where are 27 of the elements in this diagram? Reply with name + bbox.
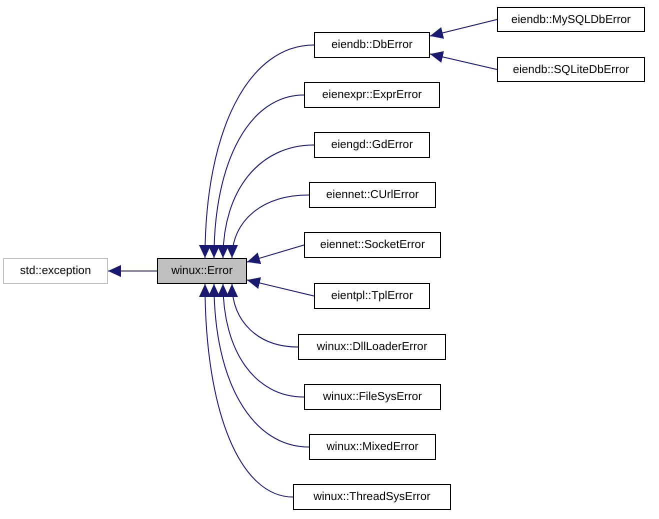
class-box: winux::Error bbox=[157, 258, 247, 284]
class-box: eiendb::SQLiteDbError bbox=[497, 57, 645, 82]
inheritance-arrow bbox=[246, 277, 314, 296]
class-box: eiengd::GdError bbox=[314, 132, 430, 158]
class-box: winux::DllLoaderError bbox=[298, 334, 446, 360]
class-box: eiennet::CUrlError bbox=[309, 182, 436, 208]
inheritance-arrow bbox=[199, 44, 314, 258]
inheritance-arrow bbox=[218, 144, 314, 258]
inheritance-arrow bbox=[246, 244, 304, 264]
inheritance-arrow bbox=[108, 265, 158, 277]
inheritance-arrow bbox=[218, 284, 304, 398]
class-box: winux::FileSysError bbox=[304, 384, 441, 410]
class-box: eientpl::TplError bbox=[314, 283, 430, 309]
inheritance-arrow bbox=[208, 284, 310, 448]
inheritance-arrow bbox=[226, 194, 310, 258]
inheritance-arrow bbox=[226, 284, 298, 348]
inheritance-arrow bbox=[199, 284, 294, 498]
class-box: winux::ThreadSysError bbox=[293, 484, 451, 510]
inheritance-arrow bbox=[430, 51, 498, 70]
inheritance-arrow bbox=[430, 19, 498, 39]
class-box: eiennet::SocketError bbox=[304, 232, 441, 258]
class-box: eiendb::MySQLDbError bbox=[497, 7, 645, 32]
class-box: winux::MixedError bbox=[309, 434, 436, 460]
inheritance-arrow bbox=[208, 94, 304, 258]
class-box: eiendb::DbError bbox=[314, 32, 430, 58]
class-box: std::exception bbox=[3, 258, 108, 284]
class-box: eienexpr::ExprError bbox=[304, 82, 440, 108]
